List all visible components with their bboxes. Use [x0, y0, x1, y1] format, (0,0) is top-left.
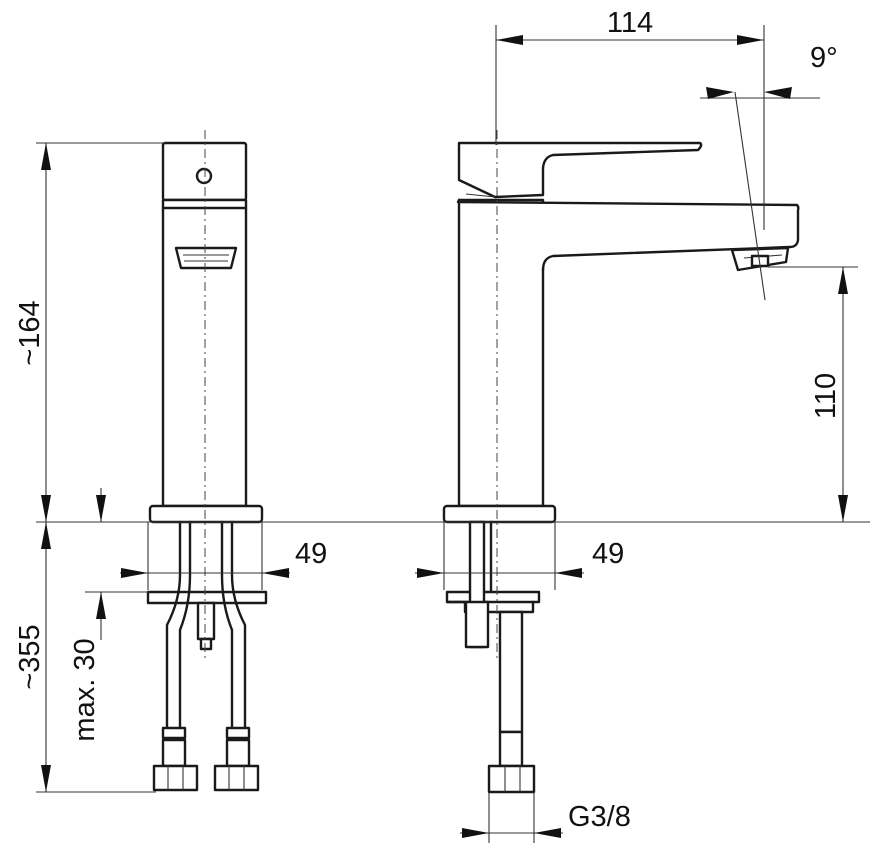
side-supply-hose — [498, 610, 524, 734]
dimension-lines — [36, 25, 870, 843]
side-spout — [456, 198, 800, 272]
side-lever-handle — [457, 141, 703, 199]
side-view — [442, 91, 800, 794]
front-supply-hose-left — [165, 520, 182, 742]
front-supply-hose-right — [220, 520, 234, 742]
dim-spout-height: 110 — [810, 373, 842, 419]
front-base-ring — [148, 504, 264, 524]
dim-deck-thickness: max. 30 — [69, 638, 101, 741]
dim-total-height: ~164 — [14, 300, 46, 365]
dim-below-deck: ~355 — [14, 624, 46, 689]
front-aerator — [174, 246, 238, 270]
dim-base-diameter-front: 49 — [295, 538, 327, 570]
dim-spout-angle: 9° — [810, 42, 838, 74]
front-view — [146, 130, 268, 792]
side-fixing-plate — [445, 590, 541, 604]
dim-spout-reach: 114 — [607, 7, 653, 39]
front-nut-right — [213, 764, 260, 792]
front-nut-left — [152, 764, 199, 792]
front-handle-indicator-icon — [195, 167, 213, 185]
front-fixing-plate — [146, 590, 268, 605]
dim-base-diameter-side: 49 — [592, 538, 624, 570]
dim-connection-thread: G3/8 — [568, 801, 631, 833]
side-nut — [487, 764, 536, 794]
dimension-labels: ~164 ~355 max. 30 114 9° 110 49 49 G3/8 — [14, 7, 842, 833]
side-base-ring — [442, 504, 557, 524]
